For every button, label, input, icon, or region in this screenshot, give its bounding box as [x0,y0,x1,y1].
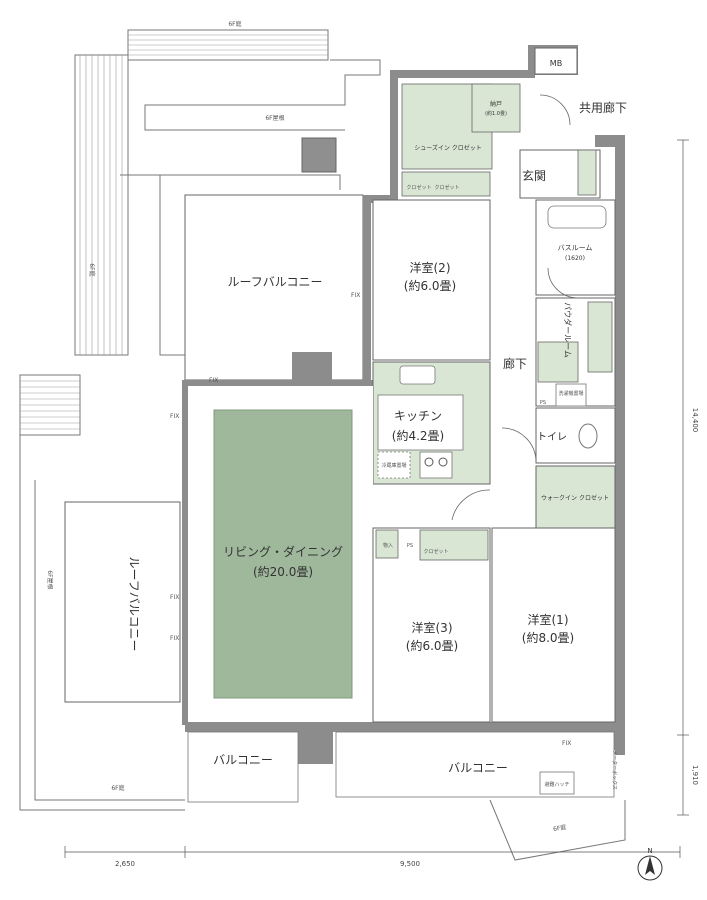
hallway-label: 廊下 [503,356,527,371]
western-room-1 [491,527,616,723]
ps-label-lower: PS [407,543,413,549]
compass-label: N [647,847,652,855]
living-dining-label: リビング・ダイニング [223,544,343,559]
garden-6f-left: 6F庭 [88,263,96,276]
living-dining-area: (約20.0畳) [253,564,313,579]
garden-6f-bottom-right: 6F庭 [552,823,566,833]
garden-6f-top: 6F庭 [228,20,241,28]
walk-in-label: ウォークイン クロゼット [541,494,609,502]
fix-label-6: FIX [562,740,571,747]
fix-label-5: FIX [170,635,179,642]
closet-row-top [401,171,491,197]
shoes-in-label: シューズイン クロゼット [414,144,482,152]
western-3-area: (約6.0畳) [406,638,458,653]
garden-6f-bottom-left: 6F庭 [111,784,124,792]
kitchen-label: キッチン [394,409,442,423]
dim-width-main: 9,500 [400,860,420,868]
dim-height-balcony: 1,910 [691,765,699,785]
bathroom-size: (1620) [565,255,585,262]
mb-label: MB [550,59,562,68]
toilet-bowl [578,423,598,449]
toilet-label: トイレ [537,432,567,443]
western-3-label: 洋室(3) [412,620,453,635]
roof-balcony-left-label: ルーフバルコニー [127,556,141,651]
western-1-label: 洋室(1) [528,612,569,627]
nando-label: 納戸 [490,100,502,108]
fix-label-2: FIX [351,292,360,299]
living-dining [213,409,353,699]
western-2-label: 洋室(2) [410,260,451,275]
closet-room3-label: クロゼット [423,548,448,555]
fix-label-4: FIX [170,594,179,601]
fix-label-1: FIX [209,377,218,384]
exterior-context [19,29,626,861]
hatch-label: 避難ハッチ [544,781,569,788]
western-1-area: (約8.0畳) [522,630,574,645]
doors [451,94,579,521]
dim-width-left: 2,650 [115,860,135,868]
stove [419,451,453,479]
balcony-left-label: バルコニー [213,753,273,767]
dim-height-main: 14,400 [691,408,699,433]
roof-balcony-top-label: ルーフバルコニー [227,275,322,289]
shared-corridor-label: 共用廊下 [579,100,627,115]
western-room-2 [372,199,491,361]
fridge-label: 冷蔵庫置場 [381,462,406,469]
washer-space [555,383,587,407]
ps-label-upper: PS [540,400,546,406]
fix-label-3: FIX [170,413,179,420]
storage-nando [471,83,521,133]
meter-box [534,47,578,75]
balcony-left [187,731,299,803]
roof-6f-left: 6F屋根 [46,570,54,589]
bathtub [547,205,607,229]
meter-box-label: メーターボックス [611,750,618,790]
closet-top-label-a: クロゼット [406,184,431,191]
roof-balcony-left [64,501,181,703]
evac-hatch [539,771,575,795]
bathroom-label: バスルーム [558,244,593,252]
toilet-room [535,407,616,464]
nando-area: (約1.0畳) [485,110,507,117]
walk-in-closet [535,465,616,529]
dimension-lines [64,139,689,858]
fridge-space [377,451,411,479]
western-2-area: (約6.0畳) [404,278,456,293]
roof-balcony-top [184,194,364,381]
sink [399,365,436,385]
washer-label: 洗濯機置場 [558,390,583,397]
closet-top-label-b: クロゼット [434,184,459,191]
roof-6f-top: 6F屋根 [265,114,284,122]
closets-room-3 [419,529,489,561]
storage-monoire [375,529,399,559]
kitchen-area: (約4.2畳) [392,428,444,443]
entrance-label: 玄関 [522,168,546,183]
monoire-label: 物入 [383,542,393,549]
north-compass-icon [637,855,663,881]
powder-room-label: パウダールーム [563,302,573,358]
balcony-right-label: バルコニー [448,761,508,775]
